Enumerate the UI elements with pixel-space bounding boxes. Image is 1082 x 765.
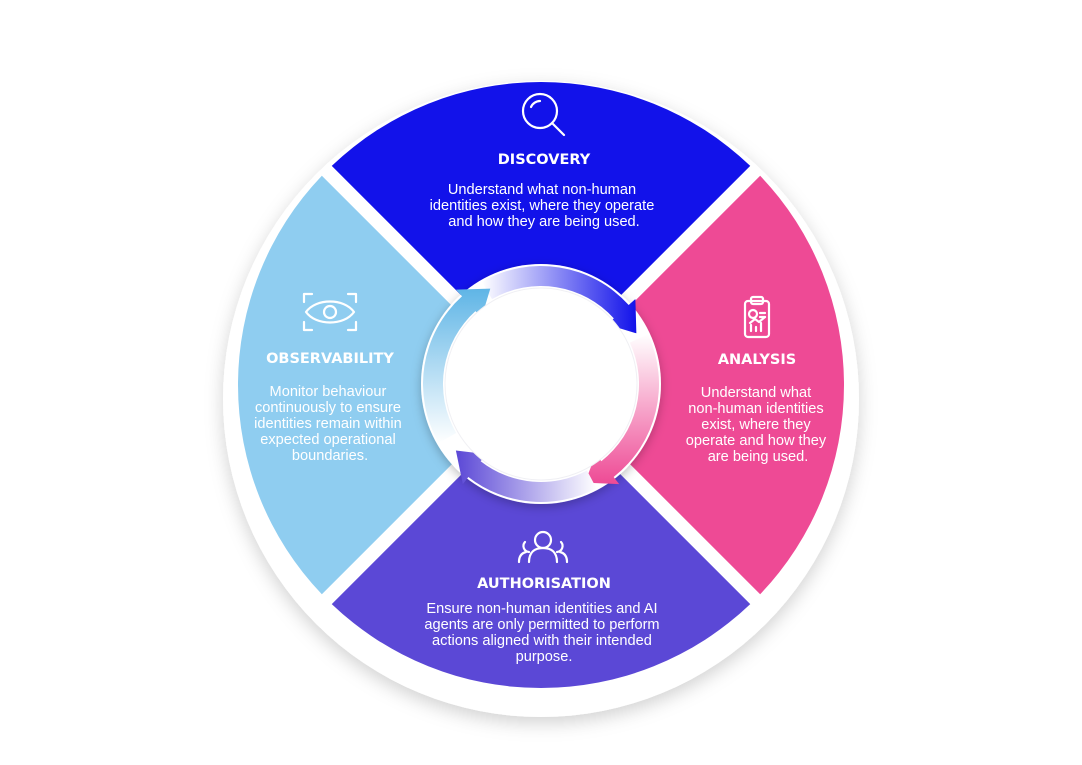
clipboard-report-icon: [743, 295, 771, 339]
magnifier-icon: [521, 92, 566, 137]
analysis-description: Understand what non-human identities exi…: [686, 385, 830, 465]
authorisation-title: AUTHORISATION: [477, 576, 611, 592]
segments-group: [238, 81, 845, 688]
cycle-arrows: [422, 266, 660, 502]
discovery-arrow: [482, 266, 637, 334]
observability-title: OBSERVABILITY: [266, 351, 394, 367]
users-icon: [517, 530, 569, 564]
analysis-segment: [624, 175, 845, 595]
observability-description: Monitor behaviour continuously to ensure…: [254, 384, 406, 464]
center-circle: [444, 287, 638, 481]
analysis-title: ANALYSIS: [718, 352, 796, 368]
eye-icon: [302, 292, 358, 332]
observability-arrow: [422, 288, 491, 443]
authorisation-description: Ensure non-human identities and AI agent…: [424, 601, 663, 665]
discovery-description: Understand what non-human identities exi…: [430, 182, 659, 230]
authorisation-arrow: [455, 450, 597, 502]
authorisation-segment: [331, 468, 751, 688]
analysis-arrow: [584, 334, 660, 485]
discovery-segment: [331, 81, 751, 302]
observability-segment: [238, 175, 458, 595]
discovery-title: DISCOVERY: [498, 152, 591, 168]
